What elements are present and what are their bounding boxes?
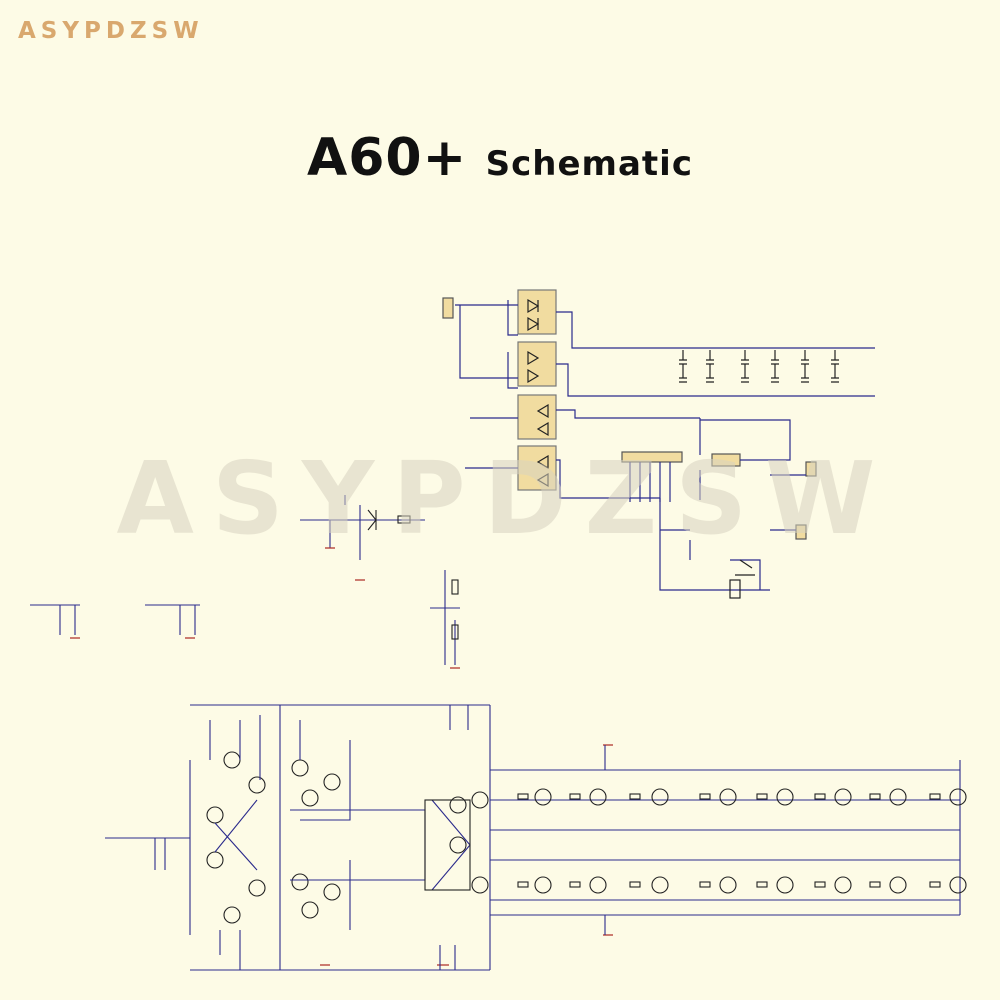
filter-capacitor-bank bbox=[679, 350, 839, 383]
output-transistor-top-2 bbox=[534, 788, 552, 806]
input-transistor-2 bbox=[206, 806, 224, 824]
driver-transistor-6 bbox=[323, 883, 341, 901]
output-transistor-top-8 bbox=[889, 788, 907, 806]
output-connector-1 bbox=[805, 461, 817, 477]
output-transistor-top-1 bbox=[471, 791, 489, 809]
output-transistor-top-5 bbox=[719, 788, 737, 806]
relay-switch bbox=[735, 559, 755, 576]
power-supply-section bbox=[442, 289, 875, 599]
output-transistor-bottom-4 bbox=[651, 876, 669, 894]
input-filter-section bbox=[30, 495, 460, 665]
driver-transistor-4 bbox=[291, 873, 309, 891]
vas-transistor-2 bbox=[248, 879, 266, 897]
output-connector-2 bbox=[795, 524, 807, 540]
bias-transistor-2 bbox=[449, 836, 467, 854]
output-transistor-top-6 bbox=[776, 788, 794, 806]
emitter-resistors bbox=[517, 793, 941, 888]
input-transistor-4 bbox=[223, 906, 241, 924]
output-transistor-array bbox=[471, 788, 967, 894]
output-transistor-bottom-7 bbox=[834, 876, 852, 894]
output-transistor-top-3 bbox=[589, 788, 607, 806]
vas-transistor-1 bbox=[248, 776, 266, 794]
bridge-rectifier-1 bbox=[517, 289, 557, 335]
bias-transistor-1 bbox=[449, 796, 467, 814]
output-transistor-bottom-9 bbox=[949, 876, 967, 894]
output-transistor-top-7 bbox=[834, 788, 852, 806]
input-transistor-3 bbox=[206, 851, 224, 869]
output-transistor-top-9 bbox=[949, 788, 967, 806]
output-transistor-bottom-1 bbox=[471, 876, 489, 894]
bridge-rectifier-3 bbox=[517, 394, 557, 440]
input-transistor-1 bbox=[223, 751, 241, 769]
transformer-connector bbox=[442, 297, 454, 319]
title-model: A60+ bbox=[307, 128, 468, 188]
relay-coil bbox=[729, 579, 741, 599]
driver-transistor-1 bbox=[291, 759, 309, 777]
driver-transistor-2 bbox=[301, 789, 319, 807]
watermark: ASYPDZSW bbox=[116, 440, 894, 557]
title-word: Schematic bbox=[485, 144, 693, 184]
page-title: A60+ Schematic bbox=[0, 128, 1000, 188]
output-transistor-bottom-5 bbox=[719, 876, 737, 894]
bias-network bbox=[424, 799, 471, 891]
output-transistor-bottom-8 bbox=[889, 876, 907, 894]
output-transistor-top-4 bbox=[651, 788, 669, 806]
output-transistor-bottom-3 bbox=[589, 876, 607, 894]
output-transistor-bottom-6 bbox=[776, 876, 794, 894]
regulator-ic bbox=[621, 451, 683, 463]
driver-transistor-5 bbox=[301, 901, 319, 919]
bridge-rectifier-2 bbox=[517, 341, 557, 387]
output-transistor-bottom-2 bbox=[534, 876, 552, 894]
brand-logo: ASYPDZSW bbox=[18, 18, 204, 44]
amplifier-section bbox=[105, 704, 961, 971]
ground-symbols bbox=[70, 547, 613, 966]
driver-transistor-3 bbox=[323, 773, 341, 791]
